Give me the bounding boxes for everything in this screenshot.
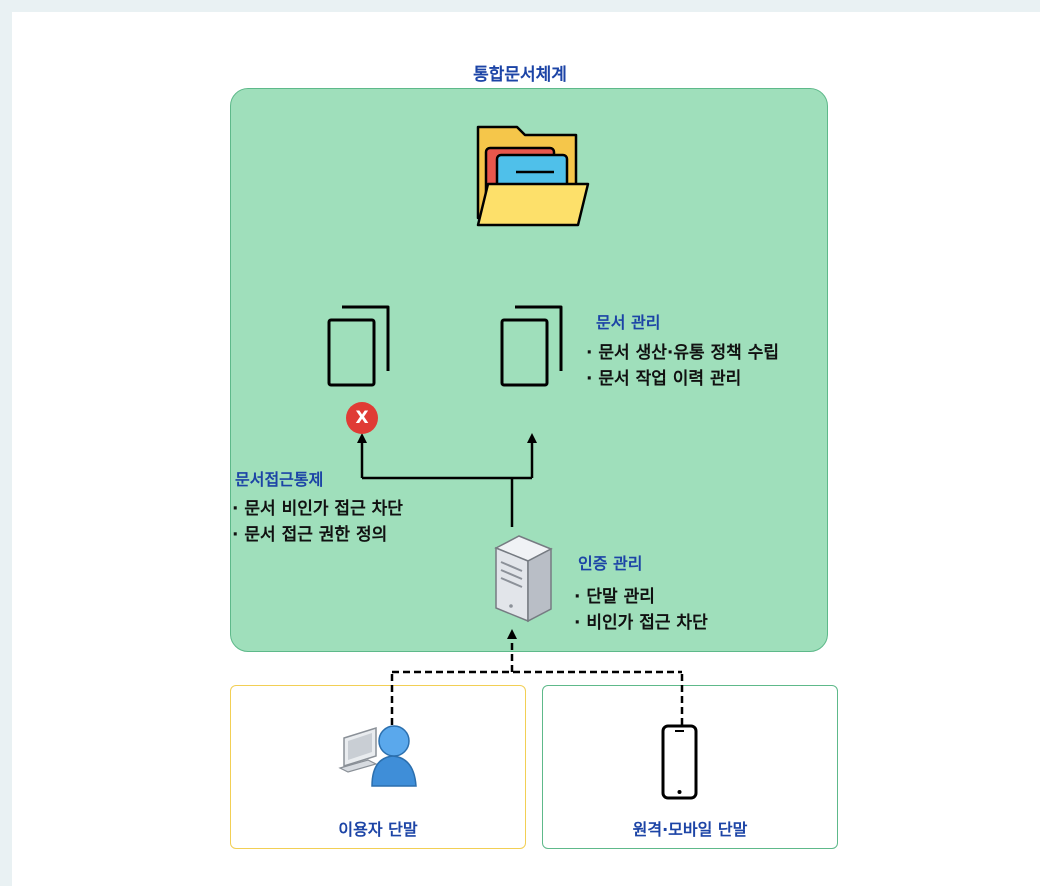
list-item: 문서 접근 권한 정의: [232, 522, 403, 548]
document-icon: [500, 305, 563, 387]
access-control-title: 문서접근통제: [235, 470, 324, 489]
diagram-title: 통합문서체계: [473, 65, 567, 85]
folder-icon: [476, 125, 590, 227]
document-management-list: 문서 생산·유통 정책 수립 문서 작업 이력 관리: [586, 340, 779, 392]
list-item: 단말 관리: [574, 584, 708, 610]
blocked-access-badge: X: [346, 402, 378, 434]
access-flow-arrows: [357, 433, 537, 527]
user-computer-icon: [338, 725, 417, 787]
document-management-title: 문서 관리: [596, 313, 661, 332]
device-connection-lines: [390, 629, 684, 725]
list-item: 비인가 접근 차단: [574, 610, 707, 636]
auth-management-list: 단말 관리 비인가 접근 차단: [574, 584, 708, 636]
list-item: 문서 작업 이력 관리: [586, 366, 779, 392]
list-item: 문서 비인가 접근 차단: [232, 496, 403, 522]
mobile-terminal-label: 원격·모바일 단말: [632, 820, 748, 839]
user-terminal-label: 이용자 단말: [338, 820, 418, 839]
smartphone-icon: [661, 724, 698, 800]
access-control-list: 문서 비인가 접근 차단 문서 접근 권한 정의: [232, 496, 403, 548]
list-item: 문서 생산·유통 정책 수립: [586, 340, 779, 366]
server-icon: [494, 535, 553, 623]
document-icon: [327, 305, 390, 387]
auth-management-title: 인증 관리: [578, 554, 643, 573]
